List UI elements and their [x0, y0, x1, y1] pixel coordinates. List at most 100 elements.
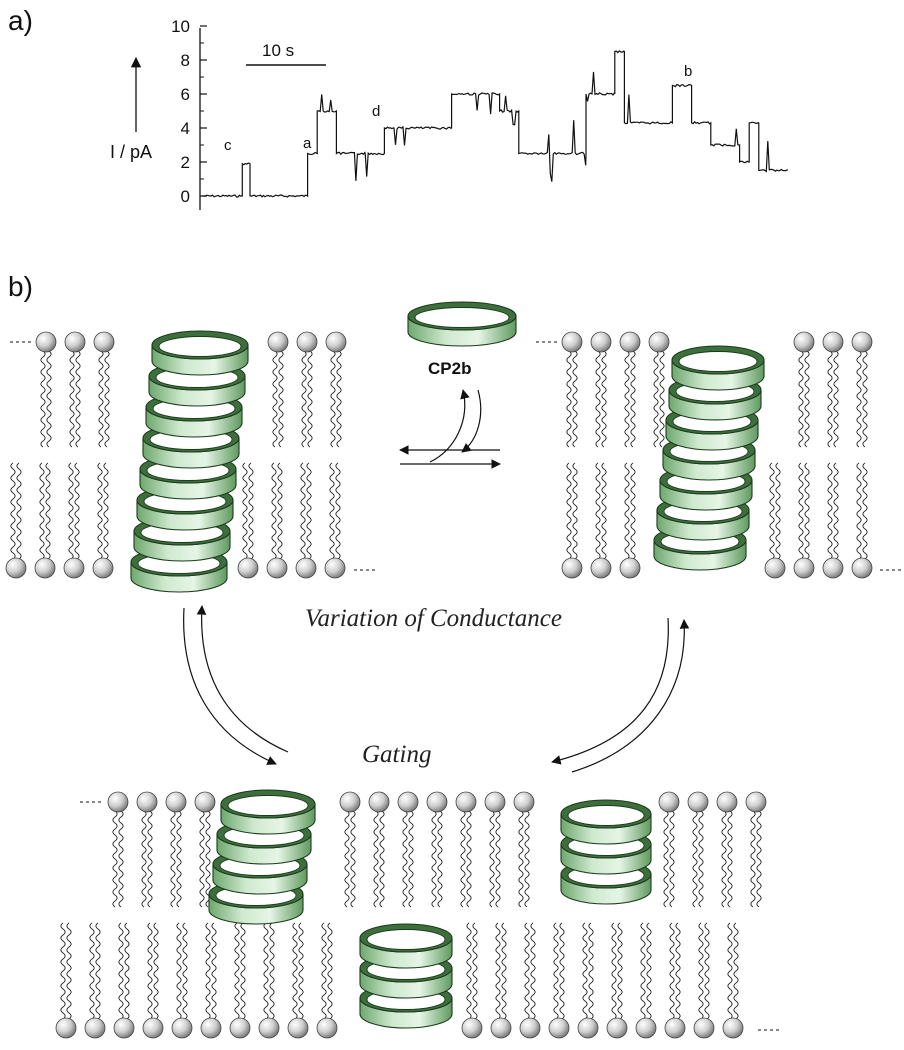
lipid-tail: [862, 462, 868, 560]
lipid-head: [793, 331, 815, 353]
lipid-tail: [300, 462, 306, 560]
lipid-tail: [242, 462, 248, 560]
lipid-tail: [248, 462, 254, 560]
lipid-head: [513, 791, 535, 813]
lipid-tail: [663, 810, 669, 908]
lipid-tail: [553, 922, 559, 1020]
lipid-tail: [205, 810, 211, 908]
lipid-tail: [89, 922, 95, 1020]
lipid: [658, 791, 680, 908]
lipid-tail: [69, 350, 75, 448]
lipid: [490, 922, 512, 1039]
lipid-tail: [769, 462, 775, 560]
lipid-tail: [263, 922, 269, 1020]
lipid-tail: [640, 922, 646, 1020]
lipid-tail: [321, 922, 327, 1020]
lipid-head: [745, 791, 767, 813]
lipid-head: [658, 791, 680, 813]
lipid: [687, 791, 709, 908]
lipid-head: [822, 557, 844, 579]
cp2b-monomer-ring: [407, 301, 517, 347]
caption-gating: Gating: [362, 741, 431, 768]
lipid-tail: [307, 350, 313, 448]
y-axis-label: I / pA: [110, 142, 152, 162]
lipid-tail: [727, 810, 733, 908]
lipid-head: [851, 331, 873, 353]
lipid: [84, 922, 106, 1039]
lipid: [55, 922, 77, 1039]
lipid-tail: [833, 462, 839, 560]
panel-b-label: b): [8, 271, 33, 302]
lipid-head: [484, 791, 506, 813]
lipid: [316, 922, 338, 1039]
lipid: [35, 331, 57, 448]
lipid-head: [590, 331, 612, 353]
ring-lumen: [366, 929, 446, 950]
lipid-tail: [68, 462, 74, 560]
lipid-tail: [75, 350, 81, 448]
lipid: [368, 791, 390, 908]
lipid-tail: [489, 810, 495, 908]
lipid-tail: [408, 810, 414, 908]
lipid-tail: [277, 462, 283, 560]
lipid-tail: [698, 810, 704, 908]
lipid-tail: [74, 462, 80, 560]
lipid-tail: [669, 810, 675, 908]
lipid: [590, 462, 612, 579]
lipid: [648, 331, 670, 448]
lipid-tail: [827, 350, 833, 448]
lipid-tail: [530, 922, 536, 1020]
lipid-tail: [733, 922, 739, 1020]
nanotube-stack: [359, 923, 453, 1029]
lipid-tail: [147, 810, 153, 908]
lipid-tail: [630, 350, 636, 448]
lipid-tail: [727, 922, 733, 1020]
lipid-tail: [518, 810, 524, 908]
lipid-head: [200, 1017, 222, 1039]
cyclic-peptide-ring: [671, 345, 765, 391]
lipid: [107, 791, 129, 908]
lipid-tail: [856, 462, 862, 560]
lipid-tail: [40, 350, 46, 448]
lipid: [822, 462, 844, 579]
lipid-head: [84, 1017, 106, 1039]
lipid-tail: [141, 810, 147, 908]
lipid-head: [171, 1017, 193, 1039]
lipid: [519, 922, 541, 1039]
lipid-tail: [182, 922, 188, 1020]
lipid: [548, 922, 570, 1039]
y-tick-label: 0: [181, 187, 190, 206]
gating-arrows: [183, 605, 690, 773]
uptake-arrow: [461, 389, 482, 453]
lipid-head: [339, 791, 361, 813]
cp2b-label: CP2b: [428, 359, 471, 378]
lipid: [165, 791, 187, 908]
lipid-tail: [595, 462, 601, 560]
lipid-head: [267, 331, 289, 353]
lipid-tail: [704, 922, 710, 1020]
lipid-tail: [98, 350, 104, 448]
right-down-arrow: [551, 617, 669, 765]
lipid-head: [237, 557, 259, 579]
lipid-tail: [60, 922, 66, 1020]
lipid-head: [229, 1017, 251, 1039]
lipid-tail: [466, 922, 472, 1020]
lipid-tail: [292, 922, 298, 1020]
nanotube-stack: [208, 789, 316, 925]
lipid-tail: [272, 350, 278, 448]
lipid: [34, 462, 56, 579]
lipid-tail: [566, 350, 572, 448]
lipid-head: [619, 557, 641, 579]
nanotube-stack: [560, 799, 652, 905]
lipid-tail: [617, 922, 623, 1020]
lipid-tail: [66, 922, 72, 1020]
lipid: [455, 791, 477, 908]
y-tick-label: 4: [181, 119, 190, 138]
lipid-tail: [379, 810, 385, 908]
lipid-head: [324, 557, 346, 579]
lipid-tail: [756, 810, 762, 908]
lipid-tail: [524, 922, 530, 1020]
lipid: [426, 791, 448, 908]
lipid-head: [793, 557, 815, 579]
